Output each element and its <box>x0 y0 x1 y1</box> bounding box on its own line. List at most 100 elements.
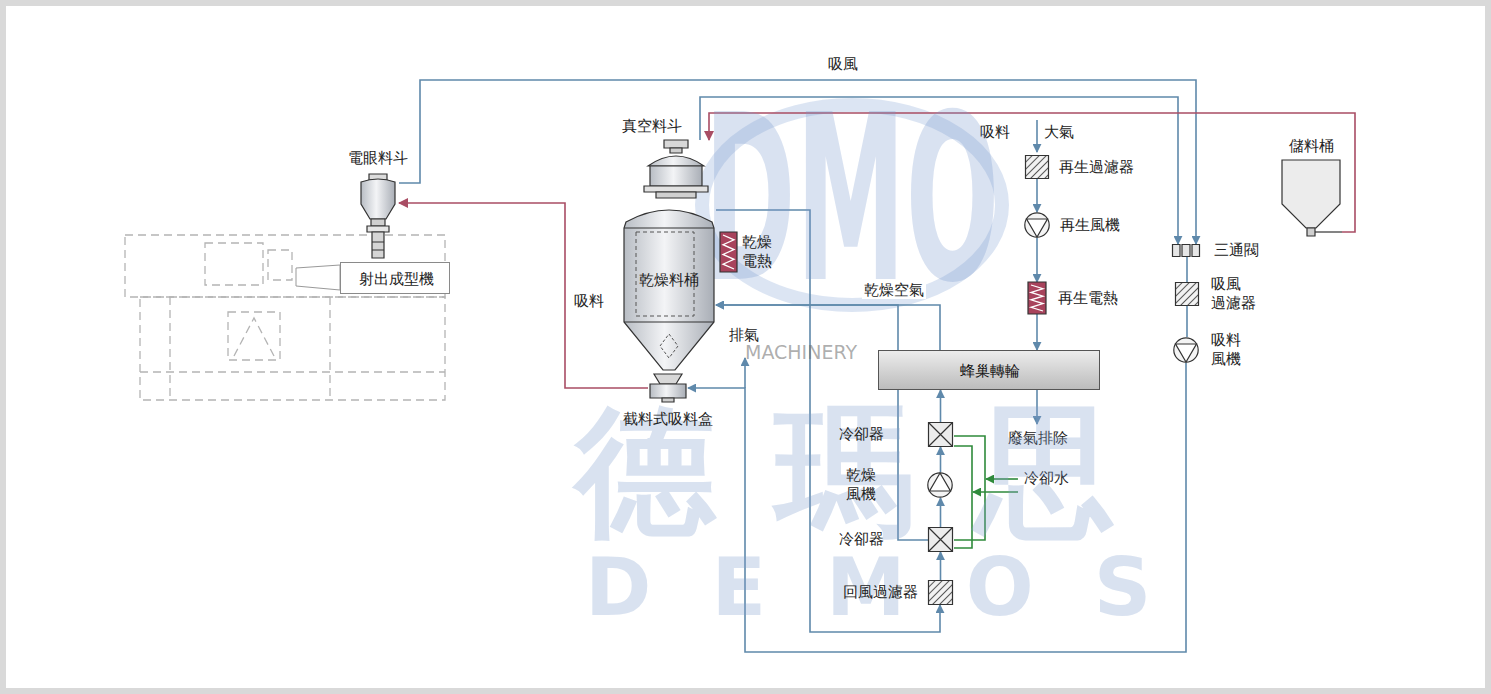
vacuum-hopper-drawing <box>640 140 712 198</box>
component-label: 真空料斗 <box>622 117 682 136</box>
component-label: 乾燥 風機 <box>846 466 879 504</box>
cooler-cross <box>929 528 953 552</box>
three-way-valve-drawing <box>1172 244 1200 257</box>
component-label: 吸料 風機 <box>1211 331 1244 369</box>
shape-outline <box>1307 228 1315 236</box>
component-label: 蜂巢轉輪 <box>960 362 1020 381</box>
inner-cone <box>660 334 678 358</box>
fan-blade <box>1176 344 1197 362</box>
shape-outline <box>664 140 688 148</box>
fan-blade <box>1027 219 1048 237</box>
flow-label: 大氣 <box>1044 123 1074 141</box>
machine-box: 射出成型機 <box>340 262 450 294</box>
machine-outline <box>125 235 445 400</box>
cooler-symbol-drawing <box>928 527 953 552</box>
shape-outline <box>367 226 389 232</box>
filter-body <box>1176 283 1199 306</box>
shape-outline <box>361 179 395 219</box>
heater-symbol-drawing <box>720 232 737 272</box>
heater-body <box>1028 282 1046 314</box>
component-label: 冷卻器 <box>839 425 884 444</box>
flow-label: 排氣 <box>729 326 759 344</box>
shape-outline <box>372 242 384 250</box>
component-label: 電眼料斗 <box>348 149 408 168</box>
component-label: 乾燥料桶 <box>639 271 699 290</box>
suction-box: 截料式吸料盒 <box>648 374 688 402</box>
atmosphere-arrow <box>1036 120 1038 152</box>
storage-silo-drawing <box>1280 160 1342 242</box>
component-label: 回風過濾器 <box>843 583 918 602</box>
suction-box-drawing <box>648 374 688 402</box>
shape-outline <box>624 210 714 370</box>
cooler-symbol: 冷卻器 <box>928 422 953 447</box>
shape-outline <box>670 148 682 153</box>
shape-outline <box>662 398 674 402</box>
eye-hopper: 電眼料斗 <box>357 172 399 258</box>
shape-outline <box>644 186 708 192</box>
shape-outline <box>1182 245 1190 257</box>
injection-nozzle <box>296 265 340 290</box>
component-label: 乾燥 電熱 <box>742 233 775 271</box>
brand-watermark: MACHINERY <box>745 343 857 362</box>
heater-symbol: 再生電熱 <box>1028 282 1046 314</box>
component-label: 再生過濾器 <box>1059 158 1134 177</box>
shape-outline <box>650 166 702 186</box>
drawing-part <box>268 250 292 280</box>
air-line <box>1186 257 1188 282</box>
shape-outline <box>650 384 686 398</box>
fan-body <box>928 473 952 497</box>
filter-body <box>1026 156 1049 179</box>
shape-outline <box>624 321 714 322</box>
fan-symbol-drawing <box>927 472 953 498</box>
filter-symbol: 回風過濾器 <box>928 580 953 605</box>
shape-outline <box>654 374 682 384</box>
shape-outline <box>372 232 384 258</box>
fan-symbol: 乾燥 風機 <box>927 472 953 498</box>
shape-outline <box>656 192 696 198</box>
drawing-part <box>234 318 274 356</box>
air-line <box>1036 314 1038 350</box>
filter-body <box>929 581 953 605</box>
flow-label: 吸料 <box>572 292 606 310</box>
fan-blade <box>930 473 951 491</box>
filter-symbol-drawing <box>1025 155 1049 179</box>
heater-coil <box>1031 285 1043 311</box>
component-label: 再生電熱 <box>1058 289 1118 308</box>
air-line <box>1036 179 1038 212</box>
filter-symbol-drawing <box>928 580 953 605</box>
air-line <box>1036 238 1038 282</box>
shape-outline <box>1282 160 1340 228</box>
filter-symbol: 吸風 過濾器 <box>1175 282 1199 306</box>
vacuum-hopper: 真空料斗 <box>640 140 712 198</box>
cooler-body <box>929 528 953 552</box>
drawing-part <box>329 297 330 400</box>
storage-silo: 儲料桶 <box>1280 160 1342 242</box>
component-label: 再生風機 <box>1060 216 1120 235</box>
cooler-symbol: 冷卻器 <box>928 527 953 552</box>
shape-outline <box>371 219 385 226</box>
heater-coil <box>723 235 734 269</box>
honeycomb-rotor: 蜂巢轉輪 <box>878 350 1100 390</box>
fan-symbol: 再生風機 <box>1024 212 1050 238</box>
shape-outline <box>1192 245 1200 257</box>
heater-symbol: 乾燥 電熱 <box>720 232 737 272</box>
shape-outline <box>648 156 704 166</box>
component-label: 儲料桶 <box>1289 137 1334 156</box>
fan-symbol-drawing <box>1024 212 1050 238</box>
component-label: 冷卻器 <box>839 530 884 549</box>
three-way-valve: 三通閥 <box>1172 244 1200 257</box>
filter-symbol: 再生過濾器 <box>1025 155 1049 179</box>
drying-barrel: 乾燥料桶 <box>622 198 716 374</box>
fan-symbol-drawing <box>1173 337 1199 363</box>
drawing-part <box>205 243 263 285</box>
drawing-part <box>228 312 280 360</box>
shape-outline <box>1173 245 1181 257</box>
air-line <box>1186 306 1188 337</box>
logo-watermark: DMO <box>704 85 999 315</box>
cooler-symbol-drawing <box>928 422 953 447</box>
page-frame <box>3 3 1488 691</box>
shape-outline <box>1315 231 1342 232</box>
drawing-part <box>140 297 445 400</box>
heater-symbol-drawing <box>1028 282 1046 314</box>
